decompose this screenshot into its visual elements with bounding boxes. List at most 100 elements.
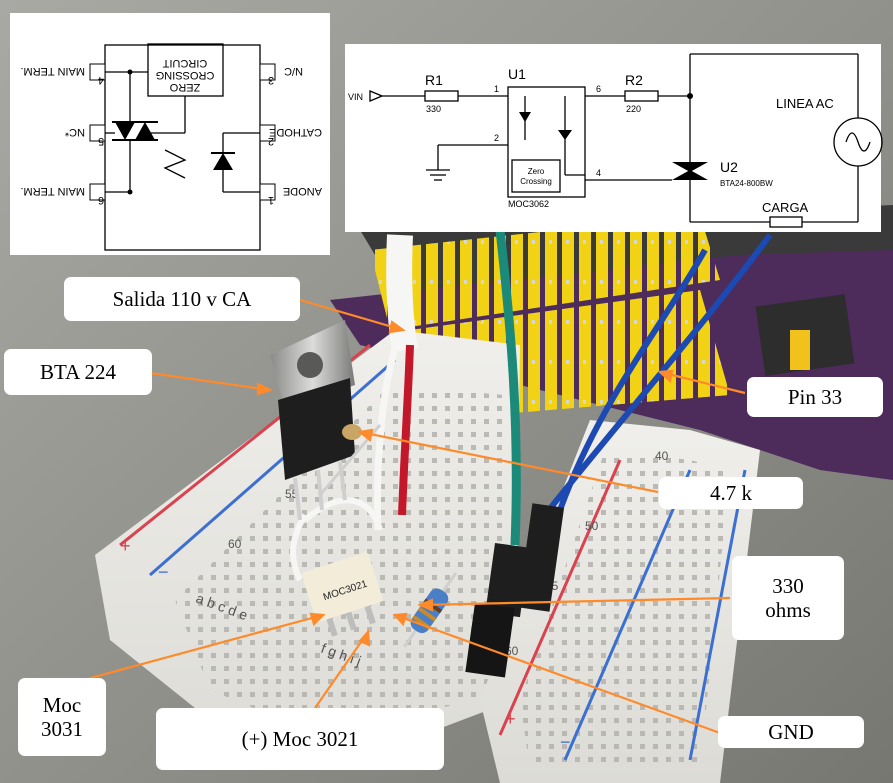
callout-moc3031-line2: 3031 — [41, 717, 83, 741]
schematic-panel — [345, 44, 881, 232]
arrow-gnd — [392, 612, 408, 627]
sch-u1: U1 — [508, 66, 526, 82]
triac-symbol-2 — [135, 122, 155, 140]
sch-r2: R2 — [625, 72, 643, 88]
pin6-box — [89, 183, 106, 201]
breadboard-right-holes — [520, 450, 730, 770]
dupont-connector-3 — [465, 602, 515, 678]
sch-pin4: 4 — [596, 168, 601, 178]
callout-line-res330 — [419, 596, 731, 607]
sch-carga: CARGA — [762, 200, 809, 215]
wire-white-loop — [290, 497, 383, 582]
callout-line-res47 — [359, 430, 659, 494]
light-arrow — [163, 149, 187, 179]
yellow-header-top — [370, 215, 720, 330]
callout-moc3031: Moc 3031 — [18, 678, 106, 756]
u2-triac-2 — [672, 170, 708, 180]
callout-line-salida — [299, 298, 404, 332]
sch-pin2: 2 — [494, 133, 499, 143]
bb-minus-right: − — [560, 732, 571, 752]
pin4-box — [89, 63, 106, 81]
callout-gnd: GND — [718, 716, 864, 748]
callout-salida: Salida 110 v CA — [64, 277, 300, 321]
pin6-num: 6 — [98, 194, 104, 206]
res47-body — [342, 424, 362, 440]
pinout-text-left: 4 5 6 3 2 1 MAIN TERM. NC* MAIN TERM. N/… — [20, 57, 322, 206]
arrow-res47 — [357, 428, 374, 442]
node-dot — [687, 93, 693, 99]
triac-heatsink-hole — [297, 352, 323, 378]
bb-minus-left: − — [158, 562, 169, 582]
zc-label-2: CROSSING — [156, 69, 215, 81]
callout-line-bta — [149, 371, 271, 392]
bb-number-40: 40 — [655, 449, 669, 463]
zc-schematic-box — [511, 159, 561, 193]
callout-bta: BTA 224 — [4, 349, 152, 395]
dupont-connector-1 — [485, 542, 530, 618]
rail-blue-far — [688, 469, 747, 761]
moc-chip-body — [301, 552, 383, 622]
pin1-name: ANODE — [283, 185, 322, 197]
sch-moc: MOC3062 — [508, 199, 549, 209]
pin3-num: 3 — [268, 74, 274, 86]
pin6-name: MAIN TERM. — [20, 185, 85, 197]
arrow-moc3021 — [358, 629, 371, 647]
res330-band2 — [417, 606, 437, 622]
triac-leg-1 — [293, 477, 302, 521]
junction-6 — [127, 189, 133, 195]
moc-pin-b — [345, 611, 357, 631]
pin4-num: 4 — [98, 74, 104, 86]
pinout-panel — [10, 13, 330, 255]
pin3-box — [259, 63, 276, 81]
wire-white-cable — [386, 234, 418, 353]
sch-bta: BTA24-800BW — [720, 179, 773, 188]
sch-pin6: 6 — [596, 84, 601, 94]
pin2-box — [259, 124, 276, 142]
pin4-name: MAIN TERM. — [20, 65, 85, 77]
sch-r2-val: 220 — [626, 104, 641, 114]
callout-res47: 4.7 k — [659, 477, 803, 509]
pin2-name: CATHODE — [269, 126, 322, 138]
jumper-block — [790, 330, 810, 370]
triac-body — [278, 378, 355, 480]
arrow-moc3031 — [309, 612, 326, 627]
wire-green — [495, 229, 521, 546]
callout-res330-line1: 330 — [772, 573, 804, 598]
dupont-connector-2 — [517, 503, 565, 612]
callout-line-moc3021 — [314, 631, 369, 709]
sch-pin1: 1 — [494, 84, 499, 94]
moc-pin-a — [326, 617, 338, 637]
wire-white-lead — [373, 343, 400, 531]
vin-arrow — [369, 90, 384, 102]
opto-led — [519, 112, 531, 122]
rail-red-right — [498, 459, 622, 736]
bb-plus-left: + — [120, 536, 131, 556]
opto-triac-sym — [558, 130, 572, 140]
arrow-res330 — [417, 598, 434, 612]
callout-res330-line2: ohms — [765, 598, 811, 622]
pin1-box — [259, 183, 276, 201]
bb-plus-right: + — [505, 709, 516, 729]
sch-linea: LINEA AC — [776, 96, 834, 111]
schematic-lines — [369, 53, 883, 228]
sch-u2: U2 — [720, 159, 738, 175]
bb-number-50: 50 — [585, 519, 599, 533]
moc-pin-c — [364, 605, 376, 625]
triac-leg-2 — [316, 469, 324, 511]
triac-symbol-1 — [115, 122, 135, 140]
zc-label-1: ZERO — [169, 81, 200, 93]
pin3-name: N/C — [284, 65, 303, 77]
sch-zc-2: Crossing — [520, 177, 552, 186]
callout-lines — [82, 298, 746, 735]
bb-number-60a: 60 — [228, 537, 242, 551]
junction-4 — [127, 69, 133, 75]
callout-moc3021: (+) Moc 3021 — [156, 708, 444, 770]
sch-vin: VIN — [348, 92, 363, 102]
wire-red-lead — [398, 344, 414, 516]
pin5-box — [89, 124, 106, 142]
arrow-bta — [256, 382, 273, 396]
arrow-pin — [657, 369, 674, 384]
wire-blue-2 — [557, 248, 708, 512]
moc-chip: MOC3021 — [301, 552, 383, 637]
